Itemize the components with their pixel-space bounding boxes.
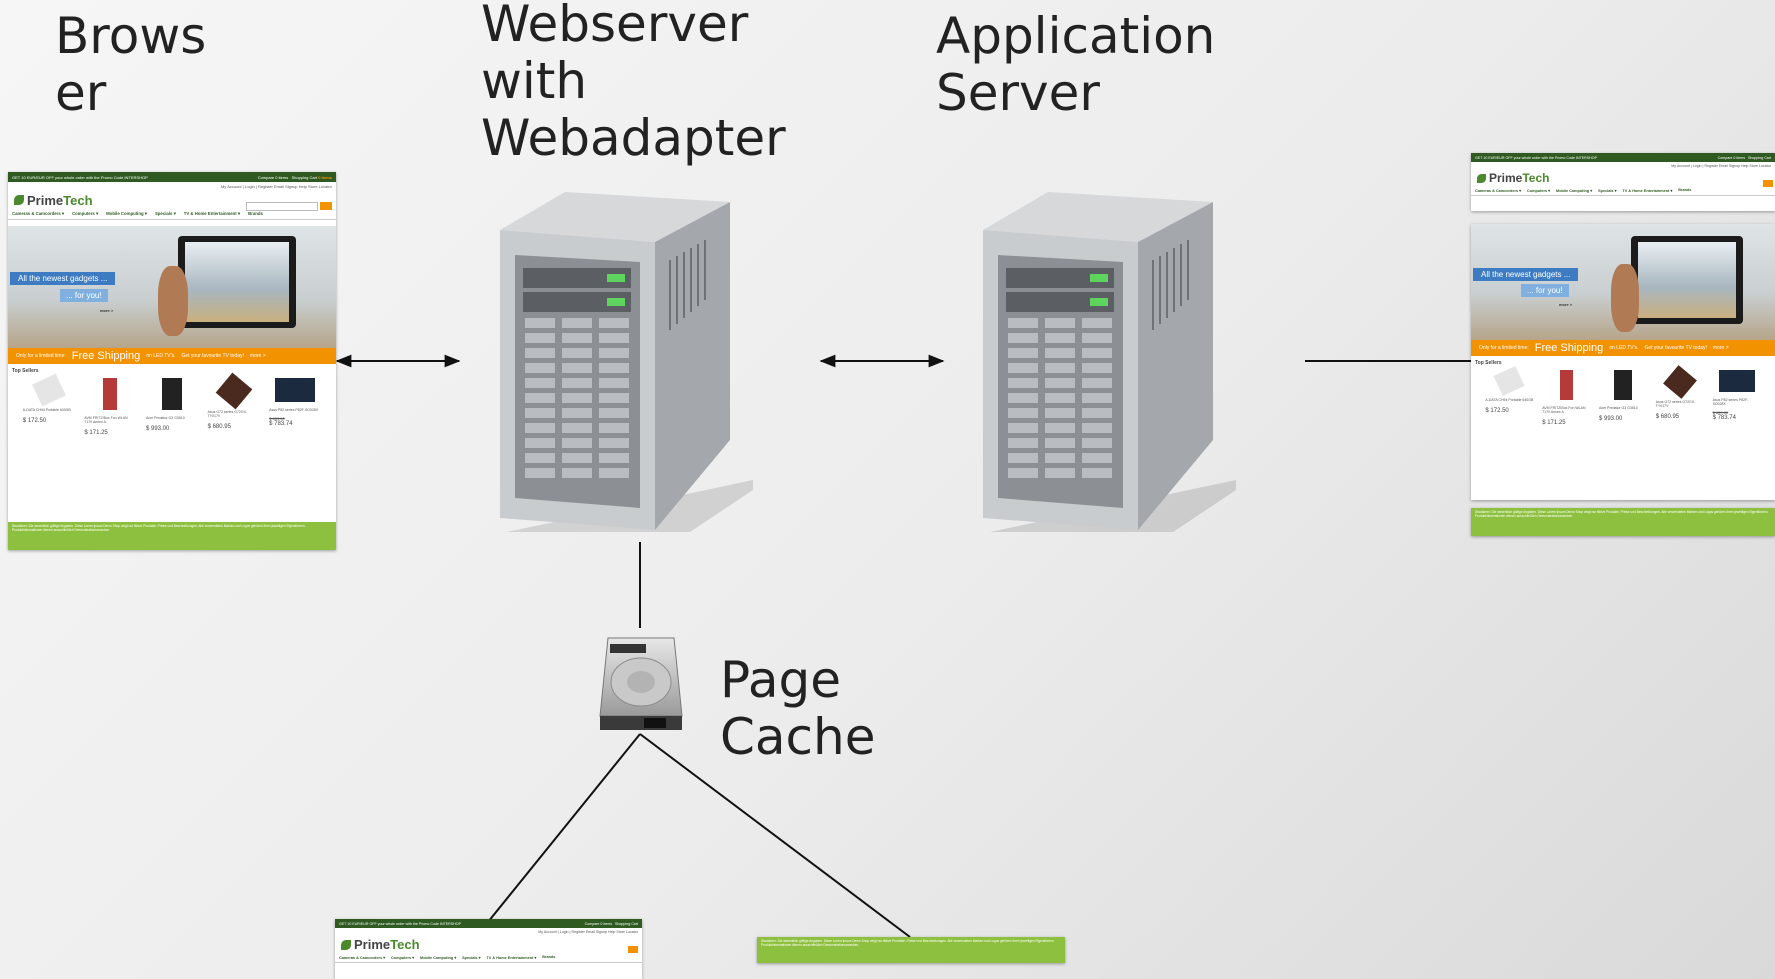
promo-text: GET 10 EUR/EUR OFF your whole order with… [12,174,148,180]
utility-links[interactable]: My Account | Login | Register Email Sign… [220,184,332,189]
footer-disclaimer: Disclaimer: Die wesentlich gültige Angab… [8,522,336,550]
product-item[interactable]: Asus P82 series P82F-SO028X $ 839.00 $ 7… [269,378,321,436]
appserver-output-header: GET 10 EUR/EUR OFF your whole order with… [1471,153,1775,211]
nav-item[interactable]: Computers ▾ [72,211,99,216]
product-item[interactable]: A-DATA CH94 Portable 640GB$ 172.50 [23,373,75,436]
main-nav: Cameras & Camcorders ▾ Computers ▾ Mobil… [8,209,336,220]
appserver-icon [983,192,1236,532]
nav-item[interactable]: Mobile Computing ▾ [106,211,147,216]
hard-drive-icon [599,637,683,730]
compare-link[interactable]: Compare 0 items [257,174,289,180]
webserver-icon [500,192,753,532]
webserver-label: Webserver with Webadapter [481,0,786,167]
nav-item[interactable]: Brands [248,211,263,216]
appserver-output-footer: Disclaimer: Die wesentlich gültige Angab… [1471,508,1775,536]
cache-fragment-right-line [639,733,911,938]
product-item[interactable]: Acer Predator G3 G3610$ 993.00 [146,378,198,436]
nav-item[interactable]: Cameras & Camcorders ▾ [12,211,65,216]
cache-fragment-left-line [487,733,641,923]
search-button[interactable] [320,202,332,210]
promo-bar: GET 10 EUR/EUR OFF your whole order with… [8,172,336,182]
page-cache-label: Page Cache [720,651,876,766]
hand-image [158,266,188,336]
logo: PrimeTech [8,191,336,209]
appserver-label: Application Server [936,7,1216,122]
product-item[interactable]: Asus G72 series G72GX-TY017V$ 680.95 [208,372,260,436]
cached-header-fragment: GET 10 EUR/EUR OFF your whole order with… [335,919,642,979]
product-list: A-DATA CH94 Portable 640GB$ 172.50 AVM F… [8,372,336,436]
nav-item[interactable]: Specials ▾ [154,211,176,216]
appserver-output-body: All the newest gadgets ... ... for you! … [1471,224,1775,500]
hero-subline: ... for you! [60,289,108,302]
cached-footer-fragment: Disclaimer: Die wesentlich gültige Angab… [757,937,1065,963]
leaf-icon [14,195,24,205]
hero-more-link[interactable]: more > [100,308,114,313]
cart-count: 0 items [318,174,332,180]
cart-link[interactable]: Shopping Cart [291,174,318,180]
hero-headline: All the newest gadgets ... [10,272,116,285]
nav-item[interactable]: TV & Home Entertainment ▾ [183,211,241,216]
top-sellers-heading: Top Sellers [12,368,39,374]
search-box[interactable] [246,202,318,211]
tablet-image [178,236,296,328]
browser-page-screenshot: GET 10 EUR/EUR OFF your whole order with… [8,172,336,550]
browser-label: Brows er [55,7,207,122]
hero-banner[interactable]: All the newest gadgets ... ... for you! … [8,226,336,348]
product-item[interactable]: AVM FRITZ!Box Fon WLAN 7170 Annex A$ 171… [84,378,136,436]
